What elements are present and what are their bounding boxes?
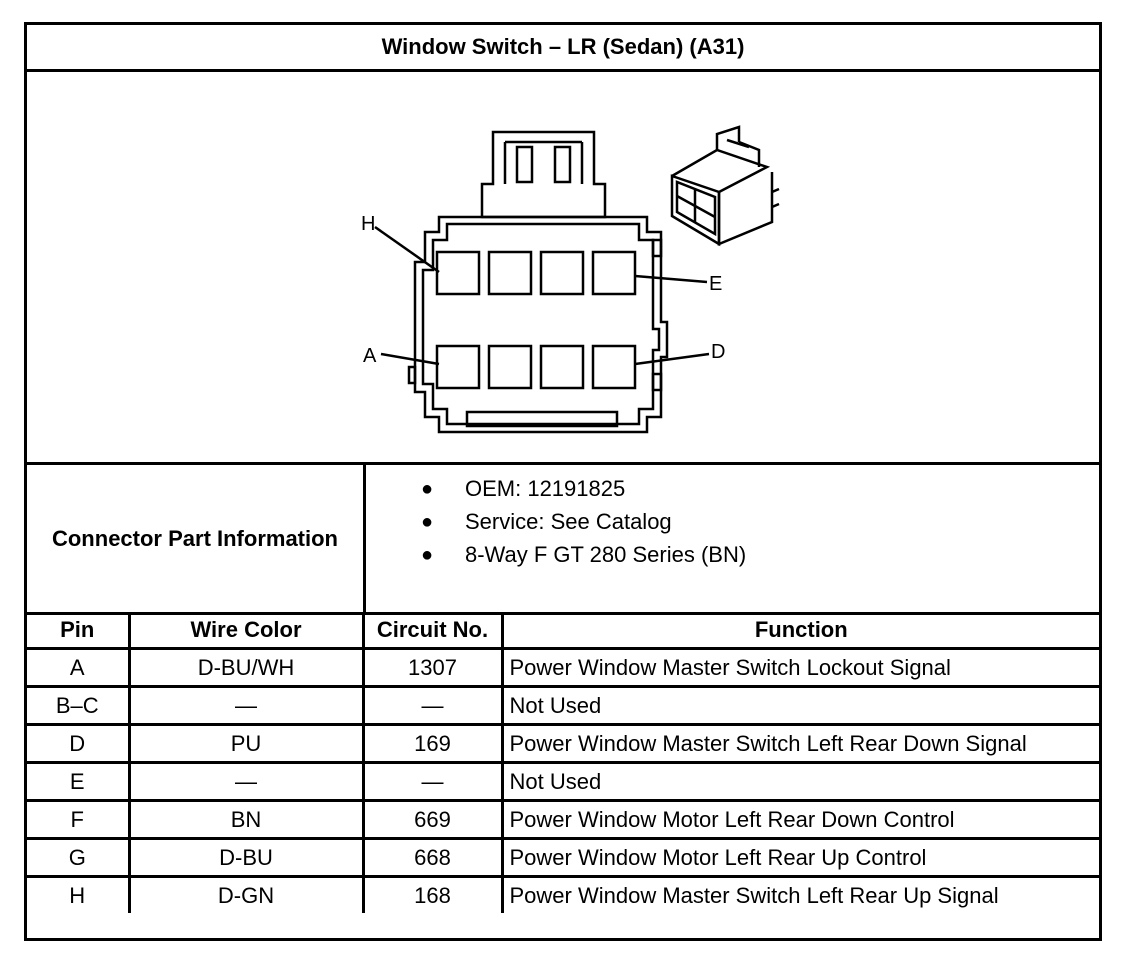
cell-wire-color: PU	[127, 723, 365, 764]
cell-function: Power Window Master Switch Lockout Signa…	[500, 647, 1099, 688]
connector-diagram: H E A D	[27, 72, 1099, 465]
header-circuit: Circuit No.	[361, 612, 504, 650]
connector-part-info: Connector Part Information ● OEM: 121918…	[27, 465, 1099, 615]
cell-pin: E	[27, 761, 131, 802]
info-item-text: Service: See Catalog	[465, 509, 672, 534]
cell-circuit: —	[361, 761, 504, 802]
cell-function: Power Window Motor Left Rear Down Contro…	[500, 799, 1099, 840]
pinout-table: Pin Wire Color Circuit No. Function A D-…	[27, 612, 1099, 913]
bullet-icon: ●	[421, 478, 434, 500]
cell-circuit: 1307	[361, 647, 504, 688]
header-function: Function	[500, 612, 1099, 650]
callout-e: E	[709, 273, 722, 295]
cavity-e	[591, 250, 637, 296]
connector-outline	[374, 125, 780, 434]
cell-wire-color: BN	[127, 799, 365, 840]
connector-info-label: Connector Part Information	[27, 465, 366, 612]
cavity-f	[539, 250, 585, 296]
cavity-a	[435, 344, 481, 390]
cavity-d	[591, 344, 637, 390]
cell-pin: B–C	[27, 685, 131, 726]
cell-circuit: 168	[361, 875, 504, 913]
cell-function: Not Used	[500, 685, 1099, 726]
table-row: D PU 169 Power Window Master Switch Left…	[27, 723, 1099, 764]
cell-pin: F	[27, 799, 131, 840]
cavity-g	[487, 250, 533, 296]
info-item: ● 8-Way F GT 280 Series (BN)	[421, 539, 746, 571]
table-row: G D-BU 668 Power Window Motor Left Rear …	[27, 837, 1099, 878]
cell-wire-color: D-GN	[127, 875, 365, 913]
connector-sheet: Window Switch – LR (Sedan) (A31)	[24, 22, 1102, 941]
callout-h: H	[361, 213, 375, 235]
table-header-row: Pin Wire Color Circuit No. Function	[27, 612, 1099, 650]
info-item: ● Service: See Catalog	[421, 506, 672, 538]
cell-function: Power Window Motor Left Rear Up Control	[500, 837, 1099, 878]
connector-info-list: ● OEM: 12191825 ● Service: See Catalog ●…	[366, 465, 1099, 612]
info-item-text: 8-Way F GT 280 Series (BN)	[465, 542, 747, 567]
table-row: H D-GN 168 Power Window Master Switch Le…	[27, 875, 1099, 913]
cell-pin: G	[27, 837, 131, 878]
info-item-text: OEM: 12191825	[465, 476, 626, 501]
cell-pin: D	[27, 723, 131, 764]
cell-wire-color: D-BU	[127, 837, 365, 878]
cell-circuit: 669	[361, 799, 504, 840]
connector-face-drawing: H E A D	[361, 125, 780, 434]
page-title: Window Switch – LR (Sedan) (A31)	[27, 25, 1099, 72]
table-row: B–C — — Not Used	[27, 685, 1099, 726]
cell-function: Power Window Master Switch Left Rear Dow…	[500, 723, 1099, 764]
bullet-icon: ●	[421, 511, 434, 533]
table-row: A D-BU/WH 1307 Power Window Master Switc…	[27, 647, 1099, 688]
header-pin: Pin	[27, 612, 131, 650]
table-row: F BN 669 Power Window Motor Left Rear Do…	[27, 799, 1099, 840]
table-row: E — — Not Used	[27, 761, 1099, 802]
header-wire-color: Wire Color	[127, 612, 365, 650]
callout-a: A	[363, 345, 377, 367]
info-item: ● OEM: 12191825	[421, 473, 625, 505]
cell-circuit: 668	[361, 837, 504, 878]
cavity-b	[487, 344, 533, 390]
cavity-h	[435, 250, 481, 296]
cell-pin: H	[27, 875, 131, 913]
cell-function: Not Used	[500, 761, 1099, 802]
cell-wire-color: —	[127, 761, 365, 802]
cell-pin: A	[27, 647, 131, 688]
callout-d: D	[711, 341, 725, 363]
cell-circuit: 169	[361, 723, 504, 764]
cavity-c	[539, 344, 585, 390]
bullet-icon: ●	[421, 544, 434, 566]
cell-wire-color: D-BU/WH	[127, 647, 365, 688]
cell-function: Power Window Master Switch Left Rear Up …	[500, 875, 1099, 913]
cell-wire-color: —	[127, 685, 365, 726]
cell-circuit: —	[361, 685, 504, 726]
